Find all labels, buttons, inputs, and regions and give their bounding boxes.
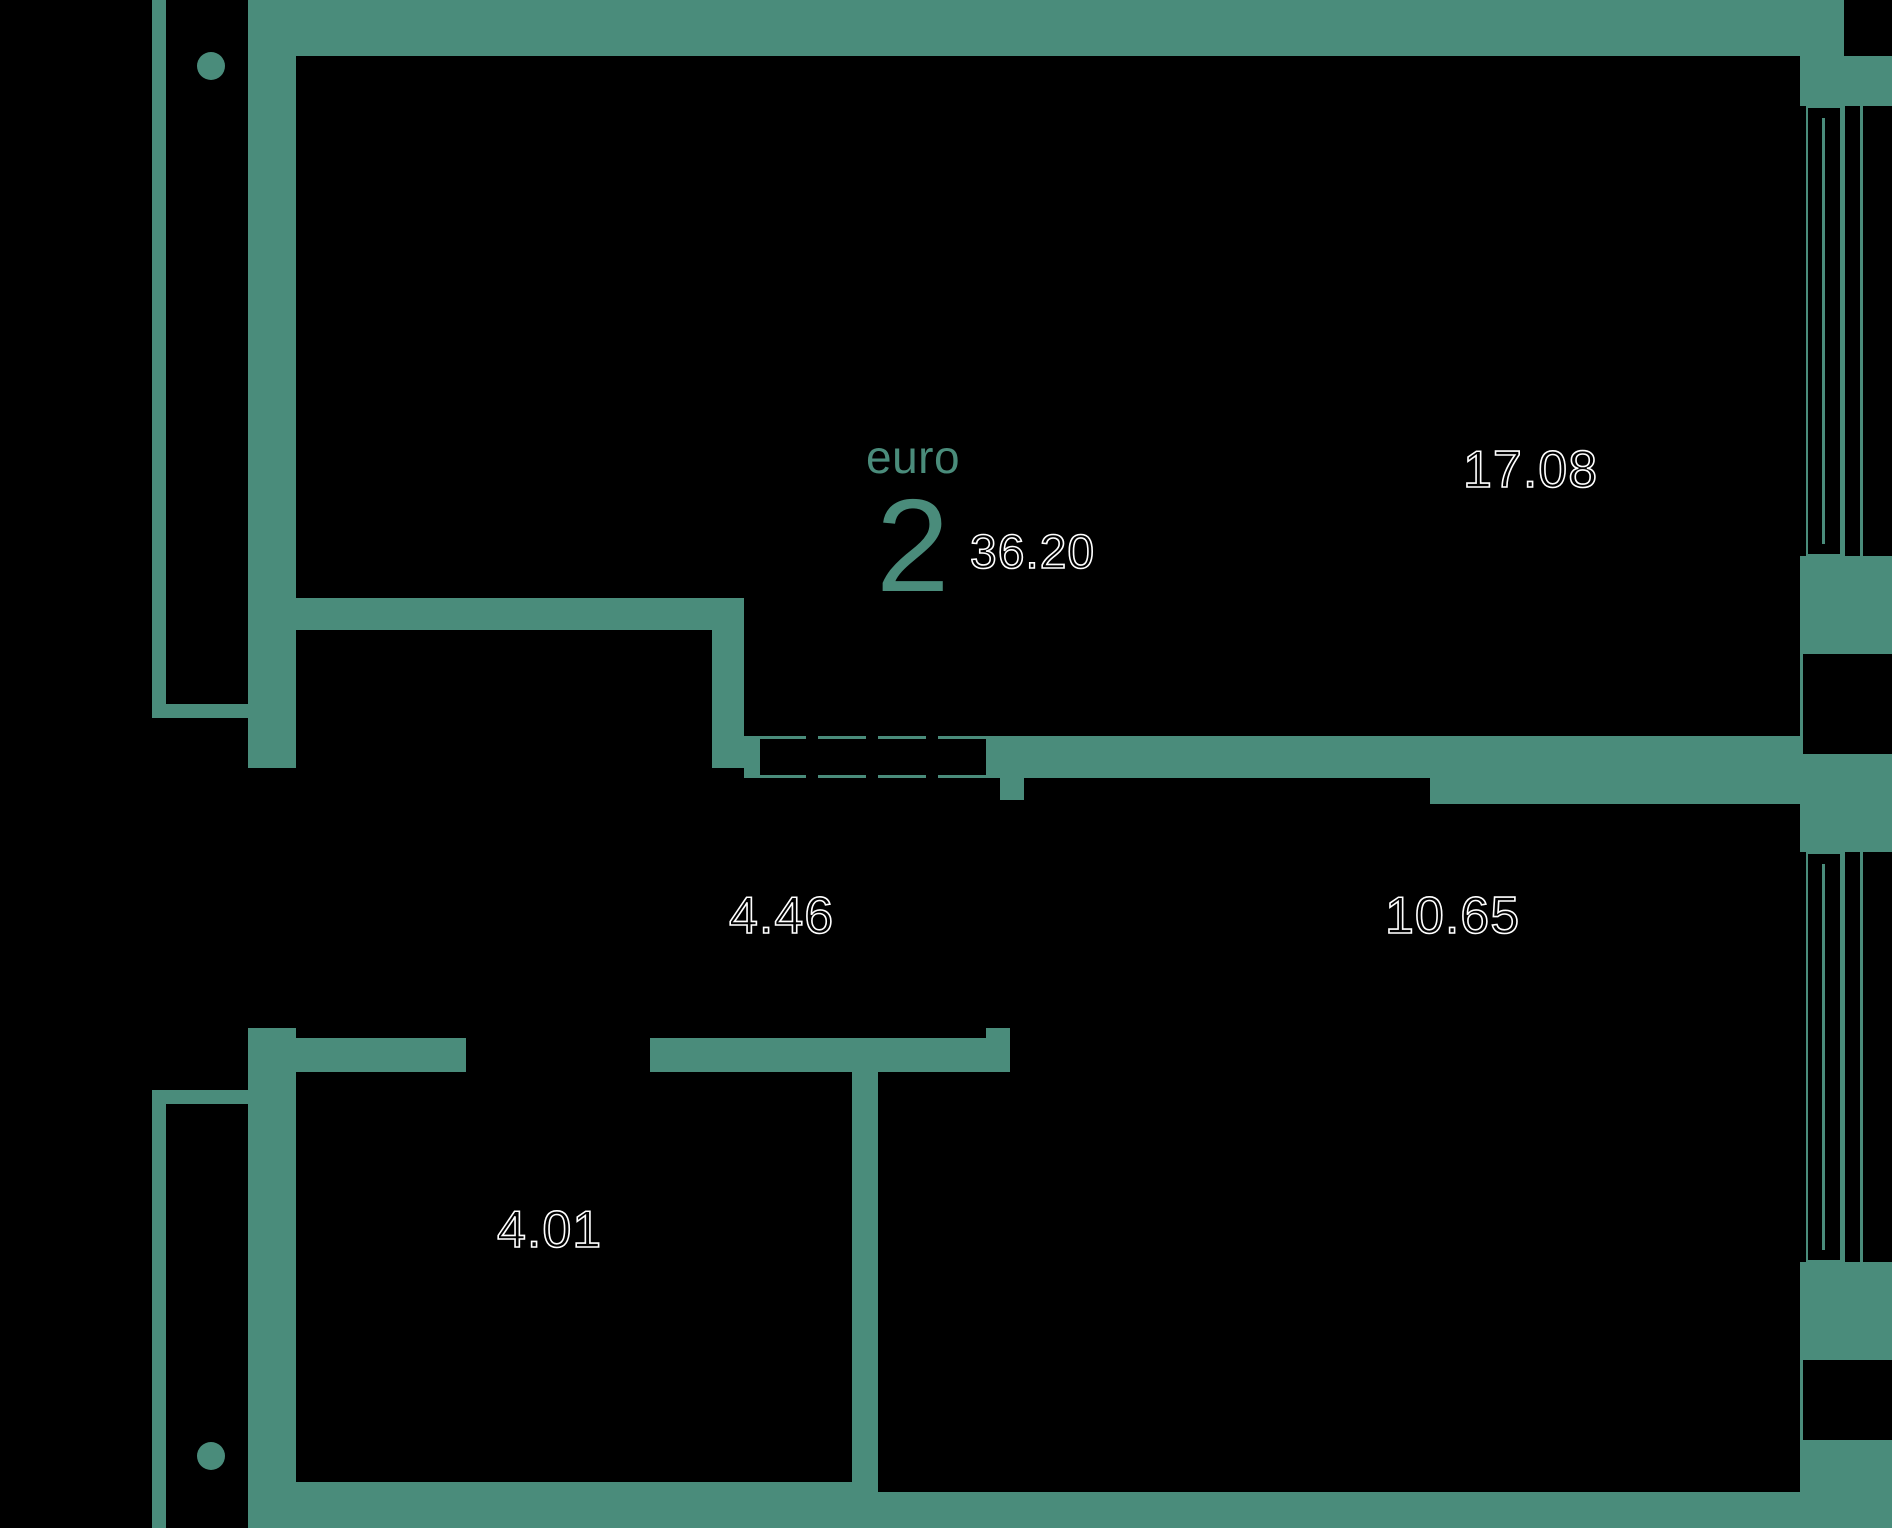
sliding-door-panel-2[interactable] bbox=[818, 736, 866, 778]
balcony-top-marker-dot bbox=[197, 52, 225, 80]
room-area-bedroom: 10.65 bbox=[1384, 886, 1521, 946]
exterior-wall-right-pier-3 bbox=[1800, 754, 1892, 852]
sliding-door-jamb-right bbox=[986, 736, 1004, 778]
balcony-bottom-marker-dot bbox=[197, 1442, 225, 1470]
window-upper-mullion bbox=[1822, 118, 1825, 544]
rooms-count-label: 2 bbox=[876, 472, 950, 619]
room-area-bathroom: 4.01 bbox=[496, 1200, 603, 1260]
brand-label-euro: euro bbox=[866, 431, 961, 483]
sliding-door-panel-3[interactable] bbox=[878, 736, 926, 778]
window-upper-sill-line bbox=[1842, 106, 1845, 556]
balcony-bottom-left-rail bbox=[152, 1090, 166, 1528]
interior-wall-bathroom-top-right bbox=[650, 1038, 1010, 1072]
exterior-wall-left-upper bbox=[248, 0, 296, 768]
room-area-living-kitchen: 17.08 bbox=[1462, 440, 1599, 500]
exterior-wall-right-pier-5 bbox=[1800, 1440, 1892, 1528]
interior-wall-bathroom-top bbox=[248, 1038, 466, 1072]
interior-wall-bedroom-top-step bbox=[1430, 736, 1800, 804]
interior-wall-bathroom-bedroom-divider bbox=[852, 1060, 878, 1528]
sliding-door-panel-4[interactable] bbox=[938, 736, 986, 778]
balcony-bottom-top-rail bbox=[152, 1090, 248, 1104]
exterior-wall-left-lower bbox=[248, 1028, 296, 1528]
balcony-top-left-rail bbox=[152, 0, 166, 718]
exterior-wall-bottom-right bbox=[866, 1492, 1800, 1528]
interior-wall-bathroom-right-nub bbox=[986, 1028, 1010, 1072]
interior-wall-hall-top bbox=[296, 598, 728, 630]
interior-wall-bedroom-top-stub bbox=[1000, 736, 1024, 800]
exterior-wall-right-pier-1 bbox=[1800, 56, 1892, 106]
total-area-label: 36.20 bbox=[969, 525, 1096, 580]
exterior-wall-right-edge-line-c bbox=[1800, 1360, 1803, 1440]
exterior-wall-right-pier-4 bbox=[1800, 1262, 1892, 1360]
exterior-wall-bottom bbox=[248, 1482, 852, 1528]
window-lower-mullion bbox=[1822, 864, 1825, 1250]
window-lower-sill-line bbox=[1842, 852, 1845, 1262]
exterior-wall-right-edge-line-b bbox=[1800, 654, 1803, 754]
room-area-hallway: 4.46 bbox=[728, 886, 835, 946]
exterior-wall-right-pier-2 bbox=[1800, 556, 1892, 654]
interior-wall-hall-vertical bbox=[712, 598, 744, 768]
balcony-top-bottom-rail bbox=[152, 704, 248, 718]
exterior-wall-top bbox=[248, 0, 1800, 56]
exterior-wall-right-inner-line-upper bbox=[1860, 106, 1863, 556]
sliding-door-panel-1[interactable] bbox=[758, 736, 806, 778]
exterior-wall-right-edge-line-a bbox=[1800, 0, 1803, 56]
sliding-door-jamb-left bbox=[744, 736, 760, 778]
interior-wall-left-hall-foot bbox=[248, 730, 296, 768]
exterior-wall-right-inner-line-lower bbox=[1860, 852, 1863, 1262]
exterior-wall-right-upper bbox=[1800, 0, 1844, 56]
